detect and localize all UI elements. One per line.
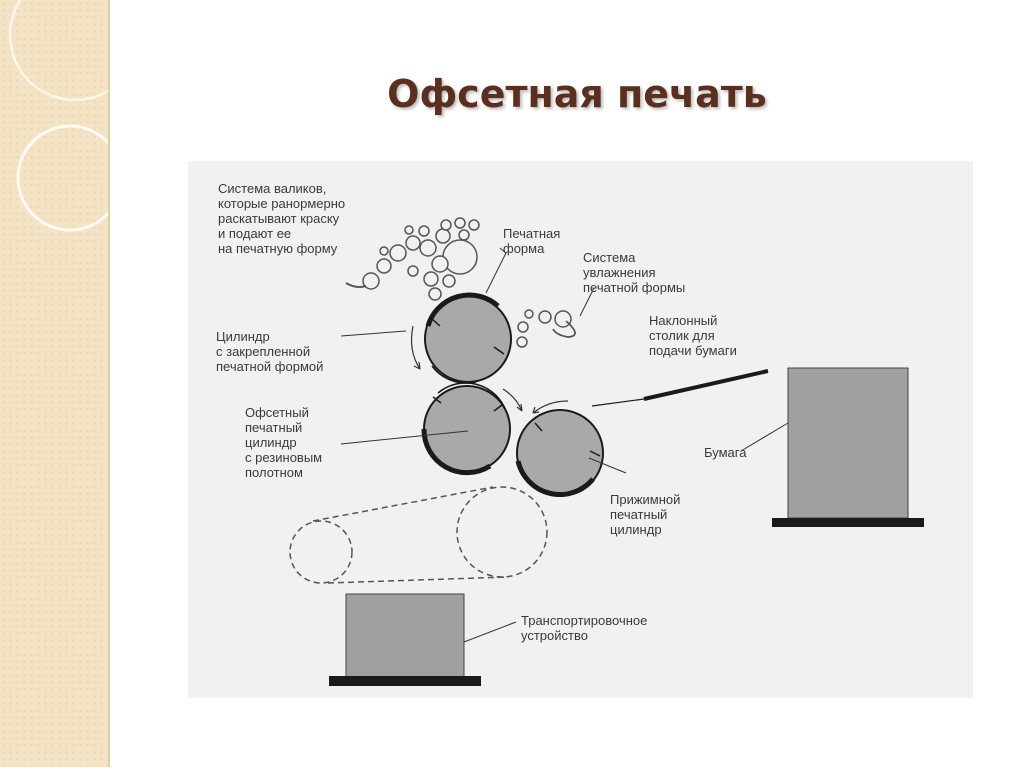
label-impression-cylinder: Прижимной печатный цилиндр: [610, 492, 681, 537]
leader-lines: [340, 247, 789, 643]
label-feed-table: Наклонный столик для подачи бумаги: [649, 313, 737, 358]
rotation-arrows: [410, 325, 569, 414]
delivery-stack: [329, 593, 481, 686]
label-dampening-system: Система увлажнения печатной формы: [583, 250, 686, 295]
label-transport-device: Транспортировочное устройство: [521, 613, 648, 643]
label-offset-cylinder: Офсетный печатный цилиндр с резиновым по…: [245, 405, 323, 480]
slide-title: Офсетная печать: [387, 72, 767, 116]
paper-stack: [772, 367, 924, 527]
label-plate-cylinder: Цилиндр с закрепленной печатной формой: [216, 329, 324, 374]
offset-blanket-cylinder: [421, 382, 511, 476]
decorative-side-strip: [0, 0, 142, 767]
dampening-roller-group: [516, 309, 572, 348]
ink-roller-group: [362, 217, 480, 301]
impression-cylinder: [515, 409, 604, 497]
label-printing-form: Печатная форма: [503, 226, 561, 256]
offset-printing-diagram: Система валиков, которые ранормерно раск…: [188, 161, 973, 698]
plate-cylinder: [424, 292, 512, 384]
label-roller-system: Система валиков, которые ранормерно раск…: [218, 181, 346, 256]
diagram-drawing: [289, 217, 924, 686]
paper-feed-table: [591, 369, 769, 407]
dampening-trough: [552, 320, 576, 338]
transport-belt: [289, 486, 548, 584]
label-paper: Бумага: [704, 445, 747, 460]
ink-fountain: [345, 282, 367, 288]
